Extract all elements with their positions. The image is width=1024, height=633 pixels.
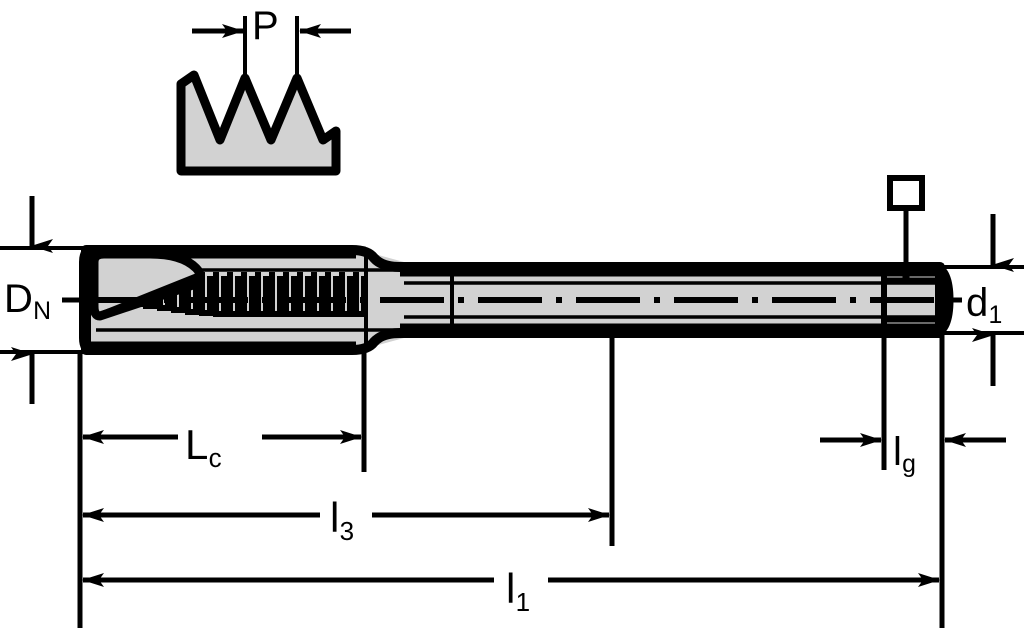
chamfer-length-label: Lc [185,421,222,473]
overall-length-subscript: 1 [515,586,531,617]
overall-length-label: l1 [506,565,531,617]
square-length-label: lg [893,430,916,479]
chamfer-length-subscript: c [208,442,222,473]
nominal-diameter-subscript: N [33,298,52,326]
square-symbol-icon [887,175,925,211]
dimension-DN-group [0,196,92,404]
shank-diameter-subscript: 1 [988,302,1003,330]
thread-length-label: l3 [330,494,355,546]
shank-diameter-label: d1 [966,281,1003,330]
pitch-label: P [252,4,279,48]
thread-length-subscript: 3 [339,515,355,546]
dimension-d1-group [898,214,1024,386]
square-length-subscript: g [902,451,916,479]
nominal-diameter-label: DN [4,277,52,326]
chamfer-taper-line [98,272,202,320]
thread-profile-detail-group [176,16,351,176]
thread-teeth-profile [176,70,341,176]
bottom-extension-lines-group [77,334,945,628]
tap-tool-body-group [79,175,954,355]
